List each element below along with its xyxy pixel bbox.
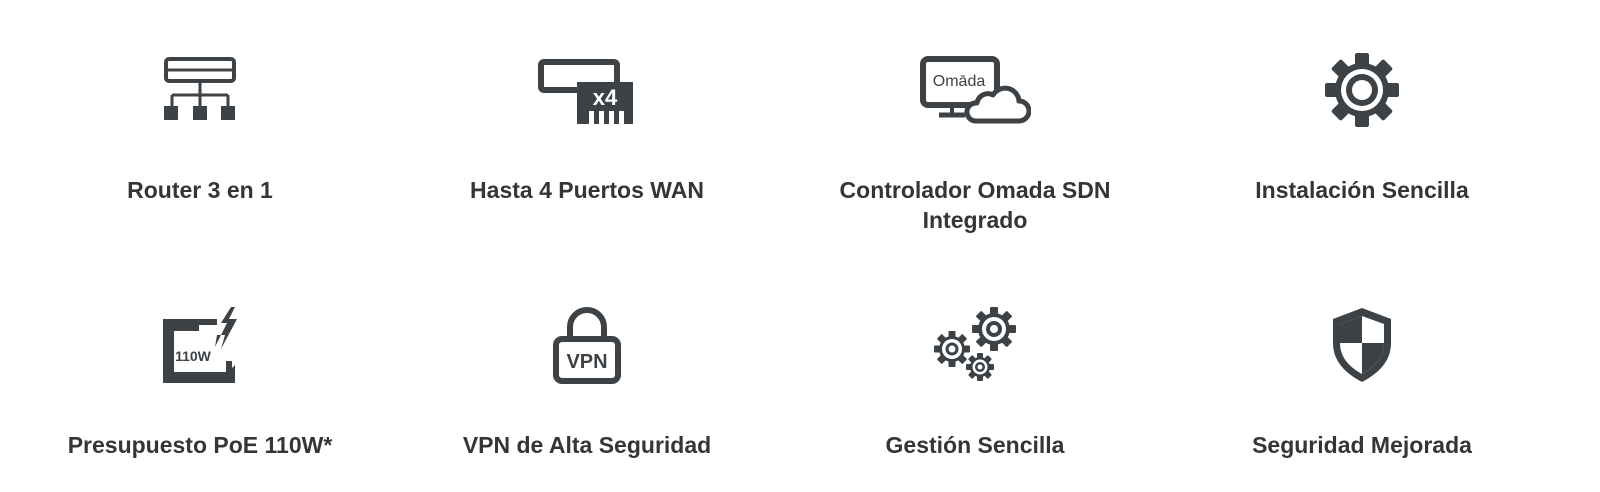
feature-easy-management: Gestión Sencilla <box>775 300 1175 460</box>
feature-easy-install: Instalación Sencilla <box>1162 45 1562 205</box>
feature-label: Instalación Sencilla <box>1255 177 1469 203</box>
feature-vpn: VPN VPN de Alta Seguridad <box>387 300 787 460</box>
vpn-lock-icon: VPN <box>552 300 622 390</box>
feature-poe-budget: 110W Presupuesto PoE 110W* <box>0 300 400 460</box>
poe-power-icon: 110W <box>157 300 243 390</box>
multiple-gears-icon <box>930 300 1020 390</box>
feature-label: VPN de Alta Seguridad <box>462 432 712 458</box>
feature-label: Presupuesto PoE 110W* <box>67 432 333 458</box>
feature-router-3-in-1: Router 3 en 1 <box>0 45 400 205</box>
gear-icon <box>1323 45 1401 135</box>
feature-wan-ports: x4 Hasta 4 Puertos WAN <box>387 45 787 205</box>
x4-text: x4 <box>593 85 618 110</box>
feature-label: Controlador Omada SDN Integrado <box>839 177 1111 233</box>
router-3-in-1-icon <box>160 45 240 135</box>
omada-cloud-controller-icon: Omāda <box>919 45 1031 135</box>
110w-text: 110W <box>175 348 212 364</box>
feature-omada-controller: Omāda Controlador Omada SDN Integrado <box>775 45 1175 235</box>
feature-label: Seguridad Mejorada <box>1252 432 1472 458</box>
shield-icon <box>1329 300 1395 390</box>
feature-enhanced-security: Seguridad Mejorada <box>1162 300 1562 460</box>
feature-label: Hasta 4 Puertos WAN <box>470 177 704 203</box>
feature-label: Gestión Sencilla <box>885 432 1065 458</box>
vpn-text: VPN <box>566 351 607 373</box>
omada-logo-text: Omāda <box>933 73 986 90</box>
wan-ports-x4-icon: x4 <box>537 45 637 135</box>
feature-label: Router 3 en 1 <box>127 177 273 203</box>
